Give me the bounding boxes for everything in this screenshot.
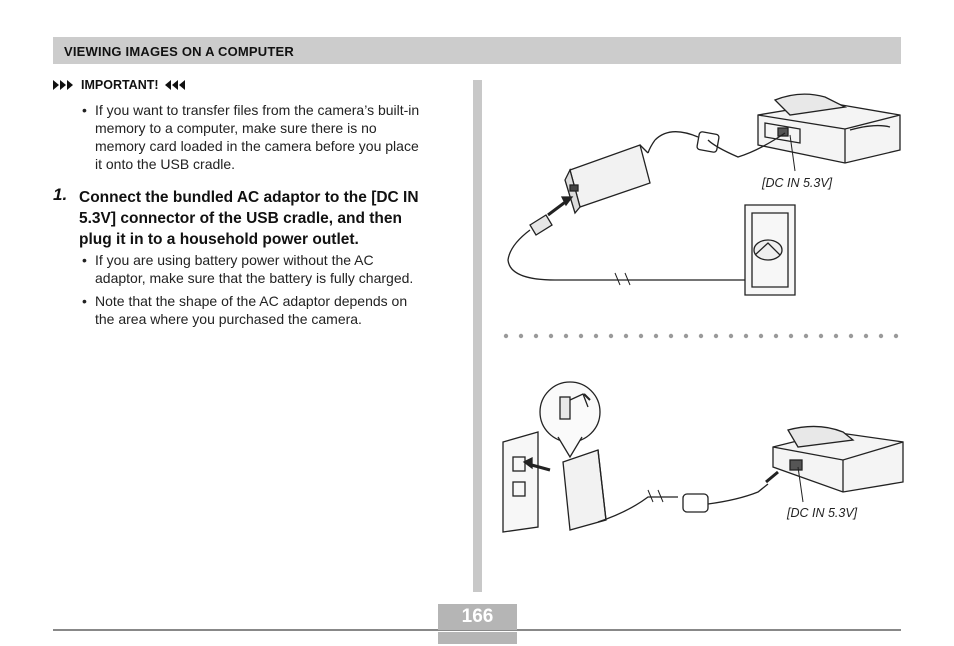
dc-in-caption-top: [DC IN 5.3V] <box>762 176 833 190</box>
note-bullet: • Note that the shape of the AC adaptor … <box>82 292 465 328</box>
important-bullet: • If you want to transfer files from the… <box>82 101 465 173</box>
footer-rule <box>53 629 901 631</box>
step-number: 1. <box>53 185 68 204</box>
step-line: 5.3V] connector of the USB cradle, and t… <box>79 210 402 227</box>
important-label: IMPORTANT! <box>81 78 159 92</box>
page-number: 166 <box>461 606 494 627</box>
note-line: adaptor, make sure that the battery is f… <box>95 270 414 286</box>
column-divider <box>473 80 482 592</box>
plug-adaptor-illustration <box>502 381 904 533</box>
note-line: Note that the shape of the AC adaptor de… <box>95 293 408 309</box>
note-line: the area where you purchased the camera. <box>95 311 362 327</box>
section-title: VIEWING IMAGES ON A COMPUTER <box>64 44 294 59</box>
note-bullet: • If you are using battery power without… <box>82 251 465 287</box>
step-line: plug it in to a household power outlet. <box>79 231 359 248</box>
ac-adaptor-connection-illustration <box>507 93 901 296</box>
step-line: Connect the bundled AC adaptor to the [D… <box>79 189 419 206</box>
important-line: If you want to transfer files from the c… <box>95 102 420 118</box>
note-line: If you are using battery power without t… <box>95 252 374 268</box>
section-header: VIEWING IMAGES ON A COMPUTER <box>53 37 901 64</box>
page-number-box: 166 <box>438 604 517 644</box>
right-arrows-icon <box>53 80 75 90</box>
left-arrows-icon <box>164 80 187 90</box>
important-line: it onto the USB cradle. <box>95 156 236 172</box>
important-line: memory to a computer, make sure there is… <box>95 120 377 136</box>
section-separator <box>503 333 899 339</box>
step-instruction: Connect the bundled AC adaptor to the [D… <box>79 187 459 250</box>
important-line: memory card loaded in the camera before … <box>95 138 419 154</box>
dc-in-caption-bottom: [DC IN 5.3V] <box>787 506 858 520</box>
important-heading: IMPORTANT! <box>53 78 187 92</box>
